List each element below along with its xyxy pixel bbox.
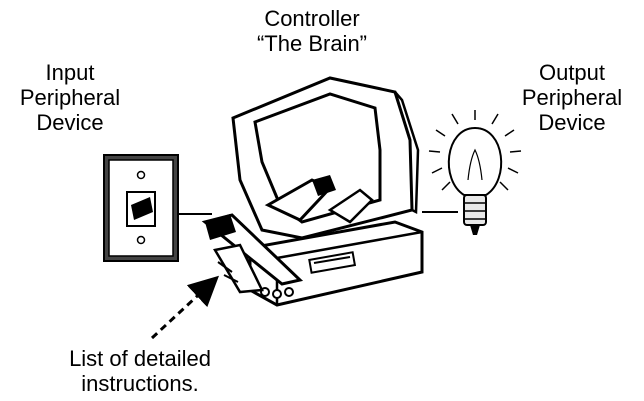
dashed-arrow-icon [150,275,219,340]
output-device-label: Output Peripheral Device [500,60,644,135]
computer-robot-icon [201,76,424,307]
output-label-line2: Peripheral [521,85,623,110]
controller-label-line1: Controller [264,6,360,31]
instructions-label-line1: List of detailed [69,346,211,371]
controller-label: Controller “The Brain” [212,6,412,56]
light-switch-icon [103,154,179,262]
input-device-label: Input Peripheral Device [0,60,140,135]
controller-label-line2: “The Brain” [256,31,368,56]
instructions-label: List of detailed instructions. [30,346,250,396]
instructions-label-line2: instructions. [81,371,199,396]
input-label-line2: Peripheral [19,85,121,110]
light-bulb-icon [428,110,522,235]
input-label-line1: Input [45,60,95,85]
output-label-line3: Device [538,110,606,135]
input-label-line3: Device [36,110,104,135]
output-label-line1: Output [538,60,606,85]
